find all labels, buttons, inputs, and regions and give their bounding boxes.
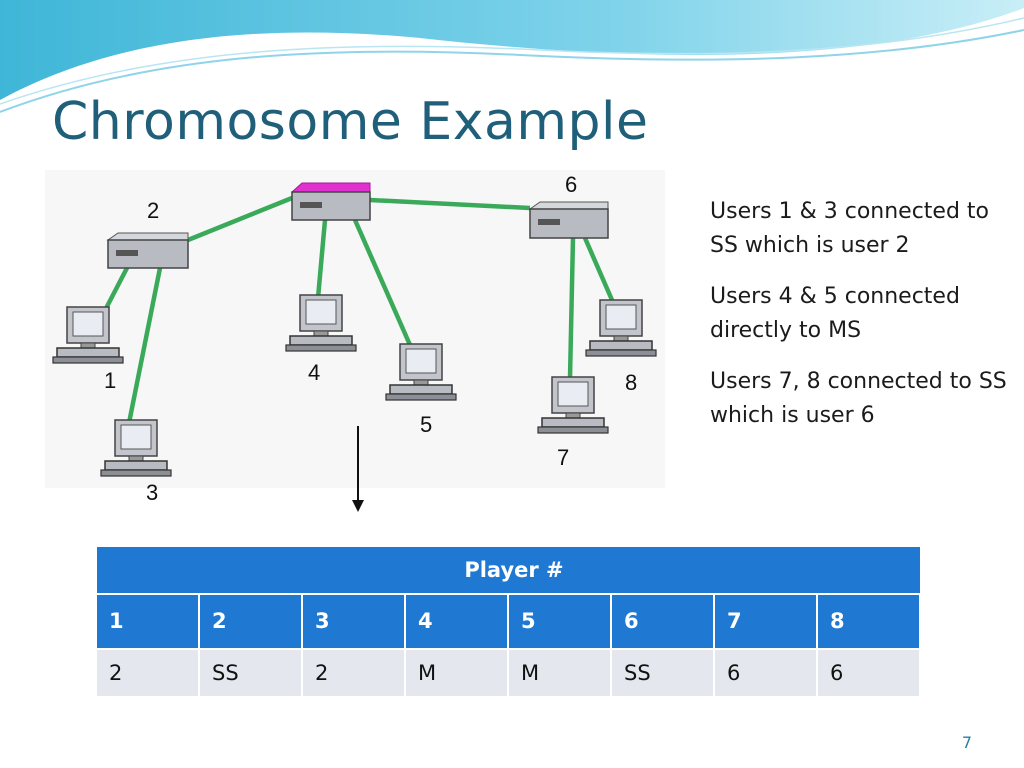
value-cell: 6 [816, 647, 921, 698]
note-users-7-8: Users 7, 8 connected to SS which is user… [710, 369, 1007, 428]
node-label-5: 5 [420, 412, 432, 437]
player-number-row: 1 2 3 4 5 6 7 8 [95, 592, 921, 650]
player-cell: 5 [507, 592, 612, 650]
node-label-8: 8 [625, 370, 637, 395]
player-cell: 7 [713, 592, 818, 650]
node-label-7: 7 [557, 445, 569, 470]
player-cell: 6 [610, 592, 715, 650]
notes-panel: Users 1 & 3 connected to SS which is use… [710, 195, 1010, 450]
master-switch [290, 182, 371, 221]
value-cell: 2 [301, 647, 406, 698]
table-header: Player # [95, 546, 921, 594]
player-table: Player # 1 2 3 4 5 6 7 8 2 SS 2 M M SS 6… [95, 546, 921, 698]
value-cell: SS [198, 647, 303, 698]
value-cell: M [507, 647, 612, 698]
node-label-6: 6 [565, 172, 577, 197]
node-label-2: 2 [147, 198, 159, 223]
node-label-4: 4 [308, 360, 320, 385]
node-label-1: 1 [104, 368, 116, 393]
player-cell: 8 [816, 592, 921, 650]
player-cell: 1 [95, 592, 200, 650]
network-links [98, 195, 615, 429]
page-number: 7 [961, 733, 972, 752]
value-cell: SS [610, 647, 715, 698]
node-label-3: 3 [146, 480, 158, 505]
player-cell: 2 [198, 592, 303, 650]
player-cell: 3 [301, 592, 406, 650]
value-cell: 2 [95, 647, 200, 698]
value-cell: M [404, 647, 509, 698]
header-wave-decoration [0, 0, 1024, 113]
switch-user-2 [106, 232, 189, 269]
connection-value-row: 2 SS 2 M M SS 6 6 [95, 647, 921, 698]
player-cell: 4 [404, 592, 509, 650]
value-cell: 6 [713, 647, 818, 698]
table-header-row: Player # [95, 546, 921, 594]
slide-title: Chromosome Example [52, 92, 649, 152]
note-users-1-3: Users 1 & 3 connected to SS which is use… [710, 199, 990, 258]
down-arrow-icon [352, 426, 364, 512]
switch-user-6 [528, 201, 609, 239]
note-users-4-5: Users 4 & 5 connected directly to MS [710, 284, 960, 343]
